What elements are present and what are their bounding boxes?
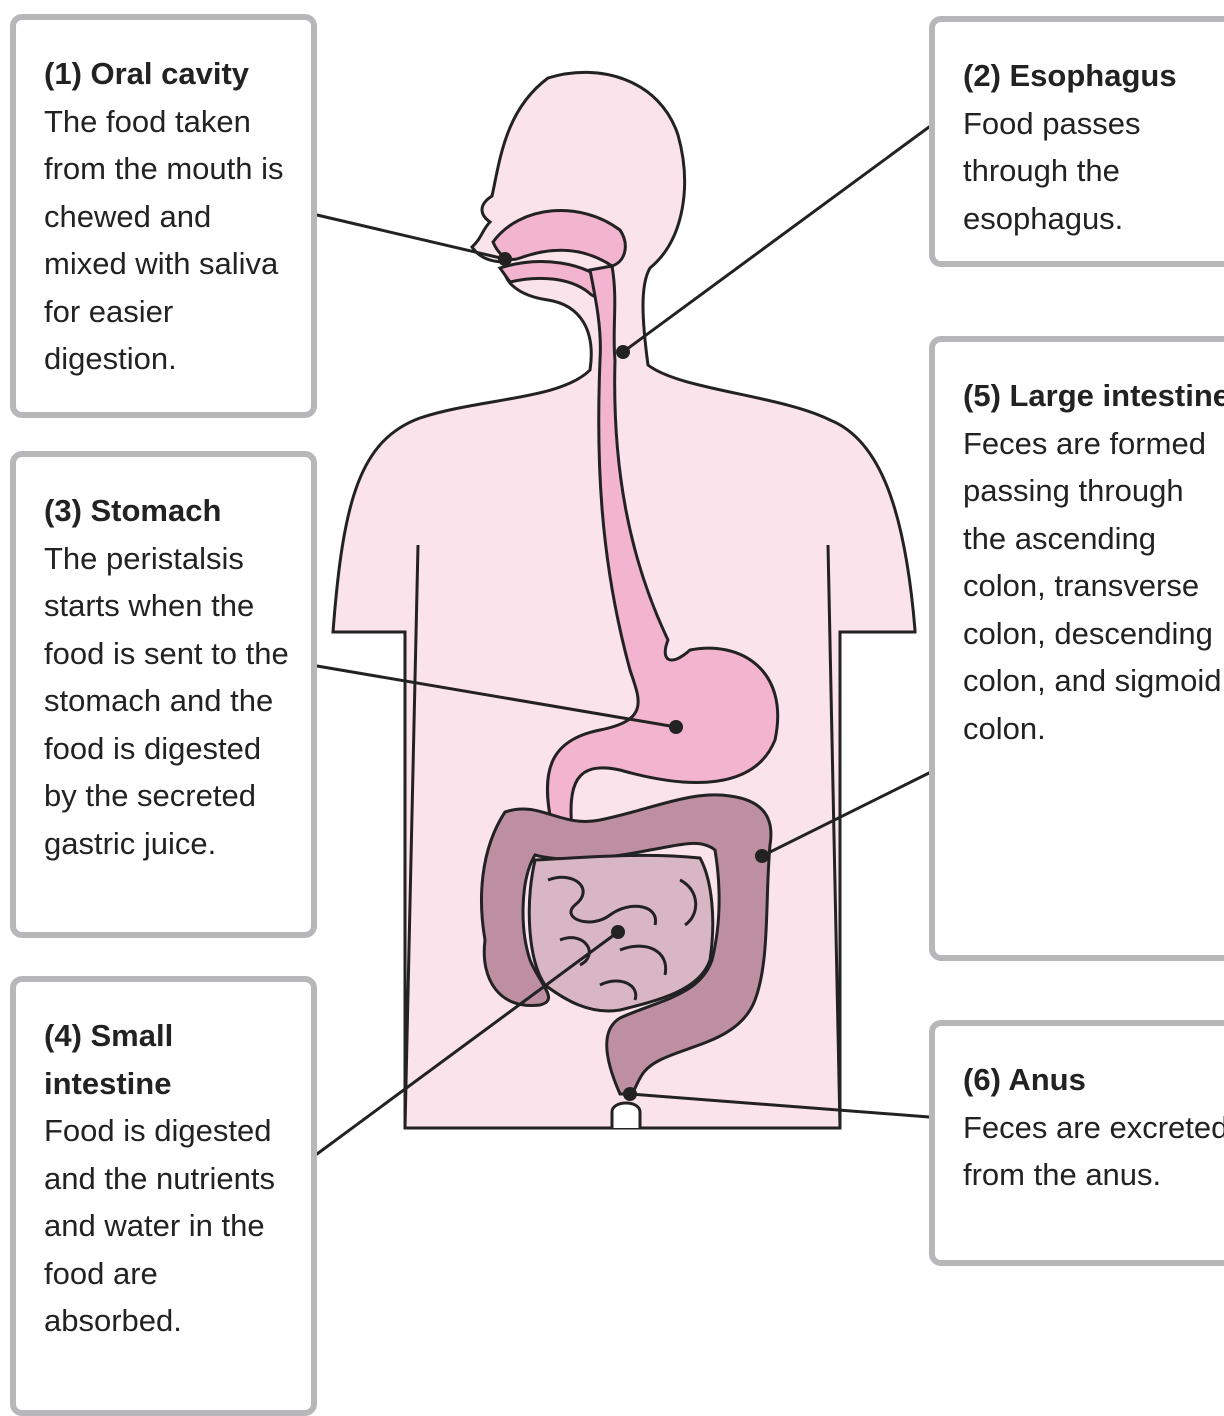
- label-description: Feces are formed passing through the asc…: [963, 420, 1224, 753]
- leg-gap: [612, 1103, 640, 1128]
- label-box-small-intestine: (4) Small intestine Food is digested and…: [10, 976, 317, 1416]
- label-box-stomach: (3) Stomach The peristalsis starts when …: [10, 451, 317, 938]
- pointer-dot-esophagus: [616, 345, 630, 359]
- label-description: Feces are excreted from the anus.: [963, 1104, 1224, 1199]
- pointer-dot-small-intestine: [611, 925, 625, 939]
- leader-line-oral: [317, 215, 505, 259]
- pointer-dot-stomach: [669, 720, 683, 734]
- label-description: Food passes through the esophagus.: [963, 100, 1224, 243]
- label-description: Food is digested and the nutrients and w…: [44, 1107, 301, 1345]
- pointer-dot-anus: [623, 1087, 637, 1101]
- label-title: (6) Anus: [963, 1056, 1224, 1104]
- pointer-dot-large-intestine: [755, 849, 769, 863]
- label-title: (3) Stomach: [44, 487, 301, 535]
- label-box-oral-cavity: (1) Oral cavity The food taken from the …: [10, 14, 317, 418]
- label-title: (1) Oral cavity: [44, 50, 301, 98]
- label-box-esophagus: (2) Esophagus Food passes through the es…: [929, 16, 1224, 267]
- label-box-anus: (6) Anus Feces are excreted from the anu…: [929, 1020, 1224, 1266]
- label-title: (4) Small intestine: [44, 1012, 301, 1107]
- label-title: (5) Large intestine: [963, 372, 1224, 420]
- label-title: (2) Esophagus: [963, 52, 1224, 100]
- label-description: The food taken from the mouth is chewed …: [44, 98, 301, 383]
- label-box-large-intestine: (5) Large intestine Feces are formed pas…: [929, 336, 1224, 961]
- pointer-dot-oral: [498, 252, 512, 266]
- label-description: The peristalsis starts when the food is …: [44, 535, 301, 868]
